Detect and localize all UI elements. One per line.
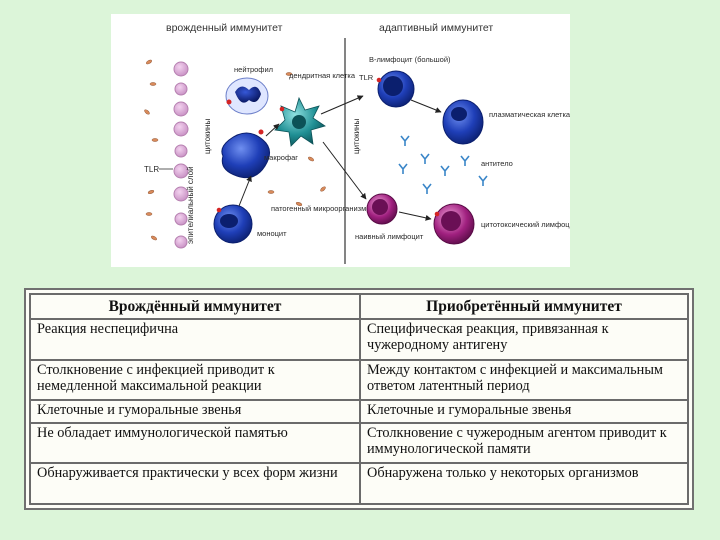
cytotoxic-lymphocyte-cell [433,203,475,245]
neutrophil-cell [225,77,269,115]
macrophage-label: макрофаг [264,153,298,162]
dendritic-cell [274,96,326,147]
immunity-diagram: врожденный иммунитет адаптивный иммуните… [111,14,570,267]
innate-header: врожденный иммунитет [166,22,283,34]
epithelium-label: эпителиальный слой [186,166,195,244]
b-to-plasma-arrow [410,99,442,113]
dendritic-to-b-arrow [320,95,364,115]
cell-innate: Клеточные и гуморальные звенья [30,400,360,423]
table-row: Реакция неспецифична Специфическая реакц… [30,319,688,360]
table-row: Не обладает иммунологической памятью Сто… [30,422,688,464]
cell-innate: Реакция неспецифична [30,319,360,360]
cell-acquired: Клеточные и гуморальные звенья [360,400,688,423]
cell-innate: Обнаруживается практически у всех форм ж… [30,463,360,504]
table-row: Столкновение с инфекцией приводит к неме… [30,359,688,401]
cytokines-left-label: цитокины [203,119,212,154]
cell-acquired: Обнаружена только у некоторых организмов [360,463,688,504]
cell-acquired: Столкновение с чужеродным агентом привод… [360,422,688,464]
macrophage-cell [221,129,270,179]
monocyte-cell [213,204,253,244]
header-innate: Врождённый иммунитет [30,294,360,319]
cell-innate: Не обладает иммунологической памятью [30,422,360,464]
naive-lymphocyte-label: наивный лимфоцит [355,232,424,241]
naive-to-cytotoxic-arrow [398,211,432,221]
dendritic-to-t-arrow [322,141,367,200]
tlr-left-label: TLR [144,165,159,174]
cytokines-right-label: цитокины [352,119,361,154]
epithelial-layer [173,61,189,249]
table-row: Клеточные и гуморальные звенья Клеточные… [30,400,688,423]
dendritic-cell-label: дендритная клетка [289,71,356,80]
b-lymphocyte-cell [376,70,415,108]
cell-acquired: Специфическая реакция, привязанная к чуж… [360,319,688,360]
table-row: Обнаруживается практически у всех форм ж… [30,463,688,504]
cytotoxic-lymphocyte-label: цитотоксический лимфоцит [481,220,570,229]
table-header-row: Врождённый иммунитет Приобретённый иммун… [30,294,688,319]
antibody-label: антитело [481,159,513,168]
microorganism-label: патогенный микроорганизм [271,204,366,213]
antibody-icons [398,135,488,194]
tlr-right-label: TLR [359,73,374,82]
pathogen-particles [144,59,326,241]
header-acquired: Приобретённый иммунитет [360,294,688,319]
macrophage-to-dendritic-arrow [265,123,280,137]
adaptive-header: адаптивный иммунитет [379,22,493,34]
cell-acquired: Между контактом с инфекцией и максимальн… [360,359,688,401]
plasma-cell [442,99,484,145]
naive-lymphocyte-cell [366,193,398,225]
neutrophil-label: нейтрофил [234,65,273,74]
comparison-table: Врождённый иммунитет Приобретённый иммун… [29,293,689,505]
plasma-cell-label: плазматическая клетка [489,110,570,119]
comparison-table-frame: Врождённый иммунитет Приобретённый иммун… [24,288,694,510]
cell-innate: Столкновение с инфекцией приводит к неме… [30,359,360,401]
b-lymphocyte-label: В-лимфоцит (большой) [369,55,451,64]
monocyte-to-macrophage-arrow [238,175,252,207]
immunity-diagram-svg: врожденный иммунитет адаптивный иммуните… [144,22,570,264]
monocyte-label: моноцит [257,229,287,238]
